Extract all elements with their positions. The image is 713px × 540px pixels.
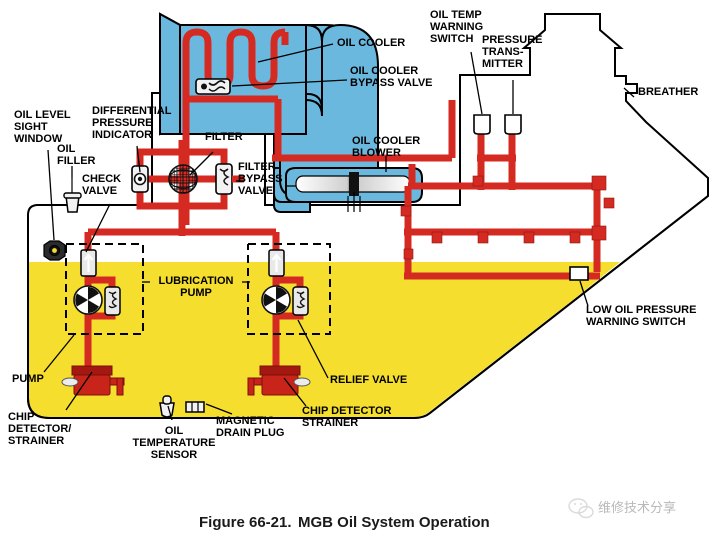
relief-valve-right-symbol[interactable] (292, 286, 309, 316)
figure-caption-number: Figure 66-21. (199, 514, 292, 531)
differential-pressure-indicator-symbol[interactable] (131, 165, 149, 193)
sight-window (43, 240, 66, 261)
callout-label-line: PUMP (12, 373, 44, 385)
callout-label-line: TRANS- (482, 46, 524, 58)
callout-label-line: MAGNETIC (216, 415, 275, 427)
callout-label-line: WARNING SWITCH (586, 316, 686, 328)
gearbox-housing-overstroke (27, 195, 709, 419)
oil-cooler-coil (182, 28, 289, 99)
callout-label-line: STRAINER (302, 417, 358, 429)
callout-label-line: LOW OIL PRESSURE (586, 304, 696, 316)
callout-label-line: MITTER (482, 58, 523, 70)
callout-label-line: SWITCH (430, 33, 473, 45)
callout-label-line: RELIEF VALVE (330, 374, 407, 386)
callout-label-breather: BREATHER (638, 86, 698, 98)
chip-detector-right (247, 365, 311, 396)
callout-label-line: WINDOW (14, 133, 63, 145)
check-valve-left-symbol[interactable] (80, 249, 97, 277)
filter-bypass-valve-symbol[interactable] (215, 163, 244, 195)
callout-label-line: DETECTOR/ (8, 423, 71, 435)
manifold-nozzles (400, 175, 615, 260)
magnetic-drain-plug-body (185, 401, 205, 413)
callout-label-line: BREATHER (638, 86, 698, 98)
callout-label-line: OIL COOLER (350, 65, 418, 77)
lubrication-pump-left-boundary (65, 243, 144, 335)
callout-label-line: PUMP (180, 287, 212, 299)
callout-label-line: OIL COOLER (337, 37, 405, 49)
callout-label-line: STRAINER (8, 435, 64, 447)
callout-label-line: DIFFERENTIAL (92, 105, 172, 117)
callout-label-line: BLOWER (352, 147, 401, 159)
callout-label-pump: PUMP (12, 373, 44, 385)
check-valve-right-symbol[interactable] (268, 249, 285, 277)
callout-label-filter: FILTER (205, 131, 243, 143)
callout-label-line: VALVE (238, 185, 273, 197)
callout-label-line: OIL TEMP (430, 9, 482, 21)
callout-label-line: PRESSURE (482, 34, 543, 46)
leader-lines (43, 43, 635, 421)
callout-label-line: LUBRICATION (159, 275, 234, 287)
figure-caption-title: MGB Oil System Operation (298, 514, 490, 531)
filter-element (168, 164, 198, 194)
callout-label-line: CHECK (82, 173, 121, 185)
callout-label-line: FILTER (205, 131, 243, 143)
callout-label-line: BYPASS VALVE (350, 77, 433, 89)
callout-label-line: OIL (165, 425, 184, 437)
callout-label-line: SENSOR (151, 449, 198, 461)
callout-label-line: CHIP DETECTOR (302, 405, 391, 417)
pressure-transmitter-body[interactable] (504, 114, 522, 135)
wechat-account-logo (568, 498, 594, 519)
watermark-text: 维修技术分享 (598, 500, 676, 516)
callout-label-line: INDICATOR (92, 129, 152, 141)
callout-label-oil-cooler: OIL COOLER (337, 37, 405, 49)
callout-label-line: PRESSURE (92, 117, 153, 129)
relief-valve-left-symbol[interactable] (104, 286, 121, 316)
callout-label-line: OIL (57, 143, 76, 155)
callout-label-line: WARNING (430, 21, 483, 33)
oil-filler-cap[interactable] (63, 178, 82, 213)
chip-detector-left (61, 365, 125, 396)
oil-cooler-bypass-valve-symbol[interactable] (195, 78, 231, 95)
callout-label-line: DRAIN PLUG (216, 427, 284, 439)
callout-label-line: TEMPERATURE (133, 437, 216, 449)
callout-label-line: SIGHT (14, 121, 48, 133)
callout-label-line: FILTER (238, 161, 276, 173)
low-oil-pressure-switch-body[interactable] (569, 266, 589, 281)
oil-temp-warning-switch-body[interactable] (473, 114, 491, 135)
callout-label-relief-valve: RELIEF VALVE (330, 374, 407, 386)
callout-label-line: BYPASS (238, 173, 282, 185)
callout-label-line: FILLER (57, 155, 96, 167)
lubrication-pump-left (73, 285, 103, 315)
right-manifold (404, 100, 601, 280)
callout-label-line: VALVE (82, 185, 117, 197)
lubrication-pump-right-boundary (247, 243, 331, 335)
lubrication-pump-right (261, 285, 291, 315)
callout-label-line: OIL COOLER (352, 135, 420, 147)
callout-label-line: OIL LEVEL (14, 109, 71, 121)
callout-label-line: CHIP (8, 411, 34, 423)
